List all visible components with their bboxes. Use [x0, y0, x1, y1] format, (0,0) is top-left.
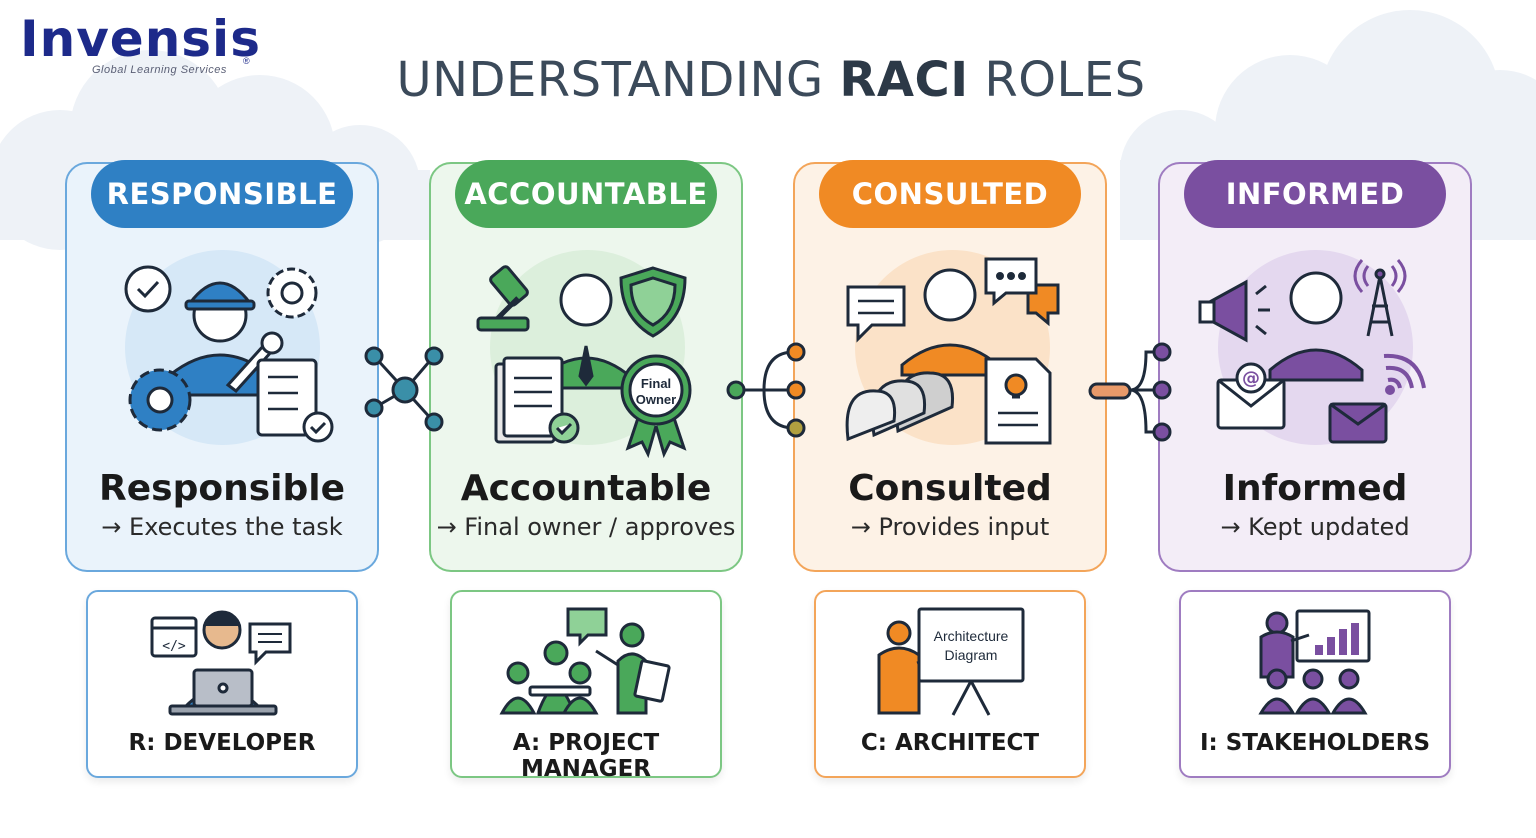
pill-informed: INFORMED — [1184, 160, 1446, 228]
presenter-icon — [1259, 611, 1310, 679]
hard-hat-worker-icon — [168, 281, 272, 397]
idea-document-icon — [984, 357, 1052, 445]
role-title-responsible: Responsible — [99, 468, 345, 509]
at-sign-icon: @ — [1242, 368, 1260, 389]
connector-branch-a-c — [726, 342, 806, 438]
responsible-illustration — [124, 265, 334, 443]
group-heads-icon — [845, 371, 955, 442]
pill-accountable: ACCOUNTABLE — [455, 160, 717, 228]
logo-tagline: Global Learning Services — [92, 64, 227, 76]
developer-illustration: </> — [150, 610, 292, 716]
audience-icon — [1258, 668, 1368, 715]
example-label-developer: R: DEVELOPER — [128, 730, 316, 756]
role-desc-accountable: → Final owner / approves — [436, 513, 736, 541]
svg-text:@: @ — [1242, 368, 1260, 389]
presentation-board-icon — [917, 607, 1025, 716]
connector-branch-c-i — [1088, 342, 1172, 442]
invensis-logo: Invensis — [20, 10, 261, 68]
recipient-person-icon — [1268, 271, 1364, 382]
mail-icon — [1328, 402, 1388, 444]
manager-clipboard-icon — [595, 622, 671, 715]
project-manager-illustration — [499, 607, 671, 715]
wrench-icon — [225, 331, 284, 394]
pill-consulted: CONSULTED — [819, 160, 1081, 228]
consulted-illustration — [845, 257, 1060, 445]
chat-bubble-icon — [846, 285, 906, 343]
shield-icon — [619, 266, 687, 338]
megaphone-icon — [1198, 279, 1270, 343]
example-label-project-manager: A: PROJECT MANAGER — [512, 730, 660, 782]
role-desc-responsible: → Executes the task — [101, 513, 343, 541]
svg-text:</>: </> — [162, 639, 186, 654]
role-desc-consulted: → Provides input — [850, 513, 1050, 541]
accountable-illustration — [476, 265, 692, 459]
informed-illustration: @ — [1198, 259, 1426, 444]
code-window-icon: </> — [150, 616, 198, 658]
role-title-accountable: Accountable — [460, 468, 712, 509]
role-title-consulted: Consulted — [848, 468, 1052, 509]
advisor-person-icon — [900, 268, 1000, 377]
speech-bubble-icon — [248, 622, 292, 666]
title-emphasis: RACI — [839, 52, 969, 108]
badge-line-2: Owner — [635, 392, 677, 407]
architect-illustration — [877, 607, 1025, 716]
example-label-architect: C: ARCHITECT — [860, 730, 1040, 756]
title-suffix: ROLES — [968, 52, 1146, 108]
email-envelope-icon — [1216, 362, 1286, 430]
stakeholders-illustration — [1258, 609, 1371, 715]
laptop-icon — [168, 668, 278, 716]
title-prefix: UNDERSTANDING — [396, 52, 840, 108]
final-owner-badge-icon — [620, 354, 692, 459]
role-desc-informed: → Kept updated — [1220, 513, 1410, 541]
logo-registered-mark: ® — [243, 56, 250, 66]
presentation-bubble-icon — [566, 607, 608, 647]
badge-line-1: Final — [640, 376, 672, 391]
example-label-stakeholders: I: STAKEHOLDERS — [1199, 730, 1431, 756]
chart-board-icon — [1295, 609, 1371, 663]
checkmark-circle-icon — [124, 265, 172, 313]
board-text-line-2: Diagram — [944, 647, 998, 663]
role-title-informed: Informed — [1222, 468, 1408, 509]
broadcast-tower-icon — [1353, 259, 1407, 337]
wifi-signal-icon — [1383, 353, 1426, 395]
documents-icon — [494, 356, 580, 444]
team-meeting-icon — [499, 640, 599, 715]
gavel-icon — [476, 265, 530, 332]
page-title: UNDERSTANDING RACI ROLES — [0, 52, 1536, 108]
checklist-icon — [256, 358, 334, 443]
blue-gear-icon — [128, 368, 192, 432]
connector-network-r-a — [364, 346, 444, 432]
gear-icon — [266, 267, 318, 319]
board-text-line-1: Architecture — [933, 628, 1009, 644]
pill-responsible: RESPONSIBLE — [91, 160, 353, 228]
message-bubbles-icon — [984, 257, 1060, 327]
